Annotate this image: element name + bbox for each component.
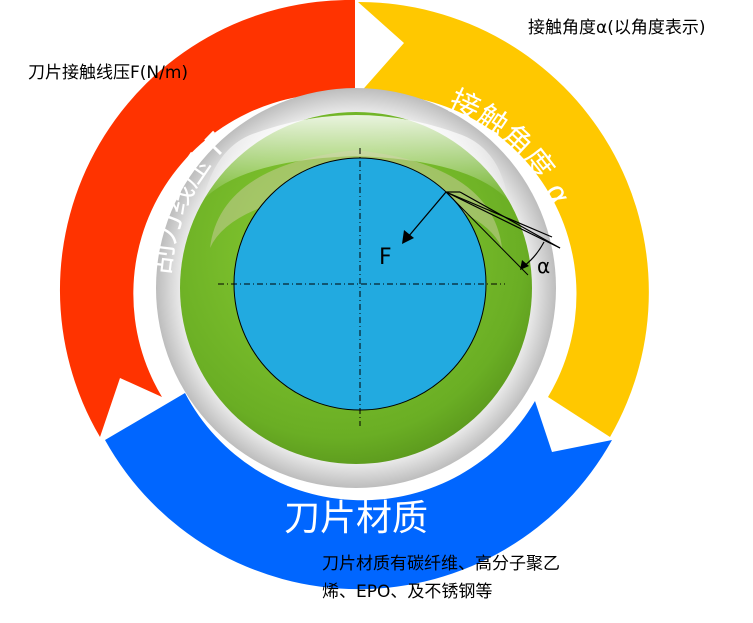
force-arrow xyxy=(407,191,447,238)
angle-segment xyxy=(358,1,649,438)
angle-note: 接触角度α(以角度表示) xyxy=(528,18,706,38)
blade-line xyxy=(445,191,561,249)
material-segment xyxy=(105,393,612,590)
force-arrowhead xyxy=(402,230,414,244)
force-label: F xyxy=(379,245,392,270)
pressure-note: 刀片接触线压F(N/m) xyxy=(28,63,189,83)
angle-label: α xyxy=(537,254,550,278)
tangent-line xyxy=(445,191,529,276)
pressure-segment xyxy=(59,0,355,437)
material-segment-label: 刀片材质 xyxy=(284,498,428,539)
material-note-line2: 烯、EPO、及不锈钢等 xyxy=(322,582,493,602)
gloss-highlight xyxy=(203,115,508,200)
blade-line xyxy=(459,191,561,249)
angle-arrowhead xyxy=(520,260,529,270)
material-note-line1: 刀片材质有碳纤维、高分子聚乙 xyxy=(322,554,560,574)
gloss-band xyxy=(210,150,502,248)
